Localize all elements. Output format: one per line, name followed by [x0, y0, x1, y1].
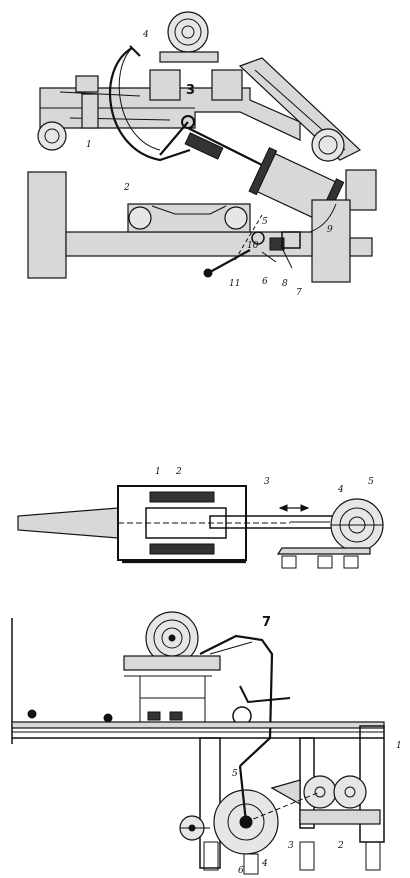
- rod-guide: [184, 132, 224, 160]
- cone-nose: [17, 507, 119, 539]
- fig1-label-4: 4: [142, 30, 149, 40]
- diagram-log-kicker-pneumatic: 4 3 1 2 5 10 6 8 7 9 11: [0, 0, 410, 300]
- fig2-label-3: 3: [264, 477, 270, 487]
- fig1-label-6: 6: [262, 277, 268, 287]
- deck-block-left: [149, 69, 181, 101]
- fig1-label-5: 5: [262, 217, 268, 227]
- fig3-label-3: 3: [288, 841, 294, 851]
- gearbox: [270, 775, 381, 825]
- upper-platform: [123, 655, 221, 728]
- deck-block-right: [211, 69, 243, 101]
- fig2-label-2: 2: [175, 467, 182, 477]
- top-log: [159, 11, 219, 63]
- fig1-label-1: 1: [86, 140, 92, 150]
- piston-rod: [187, 127, 263, 166]
- left-log: [37, 121, 67, 151]
- log-end: [330, 498, 384, 552]
- right-column: [311, 199, 351, 283]
- figure3-drawing: 7 1 2 3 4 5 6: [11, 611, 402, 876]
- hook-kicker-arm: [109, 45, 195, 162]
- fig1-label-9: 9: [327, 225, 333, 235]
- figure1-drawing: 4 3 1 2 5 10 6 8 7 9 11: [27, 11, 377, 298]
- fig3-label-1: 1: [396, 741, 402, 751]
- fig1-label-8: 8: [282, 279, 288, 289]
- diagram-mechanical-kicker: 7 1 2 3 4 5 6: [0, 598, 410, 878]
- figure2-drawing: 1 2 3 4 5: [17, 467, 384, 569]
- fig3-label-6: 6: [238, 866, 244, 876]
- right-support: [345, 169, 377, 211]
- control-lever: [203, 249, 251, 278]
- fig1-label-7: 7: [296, 288, 302, 298]
- log-support-base: [276, 547, 371, 569]
- crank-disk: [213, 765, 321, 855]
- legs: [203, 841, 381, 875]
- fig3-label-2: 2: [337, 841, 344, 851]
- left-column: [27, 171, 67, 279]
- right-log: [311, 128, 345, 162]
- fig1-label-10: 10: [247, 241, 259, 251]
- fig1-label-2: 2: [123, 183, 130, 193]
- fig1-label-11: 11: [229, 279, 240, 289]
- control-valve: [251, 203, 337, 269]
- fig3-label-5: 5: [232, 769, 238, 779]
- fig1-label-3: 3: [186, 83, 195, 98]
- coil-housing: [117, 485, 290, 561]
- conveyor-deck: [11, 709, 385, 739]
- fig3-label-4: 4: [261, 859, 268, 869]
- fig3-label-7: 7: [262, 615, 271, 630]
- motion-arrow: [278, 504, 310, 512]
- middle-deck: [127, 203, 251, 233]
- deck-block-far-left: [75, 75, 99, 93]
- fig2-label-1: 1: [155, 467, 161, 477]
- fig2-label-5: 5: [368, 477, 374, 487]
- left-pulley: [179, 815, 210, 841]
- fig2-label-4: 4: [337, 485, 344, 495]
- crossbeam-end: [349, 237, 373, 257]
- diagram-electromagnetic-pusher: 1 2 3 4 5: [0, 450, 410, 590]
- deck-post: [81, 93, 99, 129]
